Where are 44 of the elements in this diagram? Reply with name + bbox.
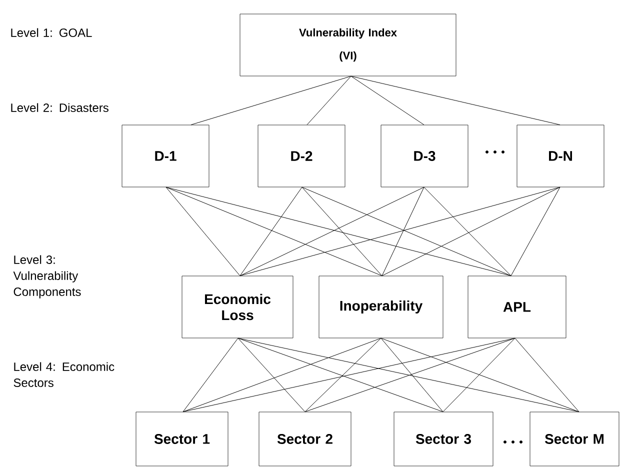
box: D-N [516, 124, 604, 188]
connector-line [240, 186, 560, 276]
connector-line [238, 338, 306, 412]
connector-line [302, 186, 512, 276]
connector-line [382, 186, 424, 276]
connector-line [510, 186, 560, 276]
box: D-1 [122, 124, 210, 188]
connector-line [442, 338, 516, 412]
connector-line [238, 338, 444, 412]
connector-line [166, 186, 240, 276]
level-label: Level 3: Vulnerability Components [13, 255, 81, 298]
box: Inoperability [318, 276, 444, 338]
box: D-3 [380, 124, 468, 188]
box: Vulnerability Index (VI) [240, 14, 456, 76]
connector-line [304, 338, 516, 412]
box: Sector 1 [136, 412, 228, 466]
connector-line [182, 338, 238, 412]
connector-line [350, 76, 560, 126]
connector-line [424, 186, 512, 276]
connector-line [350, 76, 424, 126]
connector-line [240, 186, 424, 276]
connector-line [190, 76, 352, 126]
connector-line [304, 338, 382, 412]
connector-line [380, 338, 580, 412]
connector-line [240, 186, 302, 276]
connector-line [302, 186, 382, 276]
level-label: Level 2: Disasters [11, 103, 108, 112]
box: Economic Loss [182, 276, 294, 338]
connector-line [166, 186, 512, 276]
box: Sector 3 [394, 412, 494, 466]
connector-line [166, 186, 382, 276]
box: Sector 2 [258, 412, 352, 466]
box: D-2 [258, 124, 346, 188]
connector-line [182, 338, 382, 412]
level-label: Level 4: Economic Sectors [14, 362, 114, 387]
connector-line [238, 338, 580, 412]
level-label: Level 1: GOAL [11, 28, 92, 37]
connector-line [380, 338, 444, 412]
box: Sector M [530, 412, 620, 466]
connector-line [306, 76, 352, 126]
box: APL [468, 276, 566, 338]
connector-line [514, 338, 580, 412]
connector-line [182, 338, 516, 412]
connector-line [382, 186, 560, 276]
